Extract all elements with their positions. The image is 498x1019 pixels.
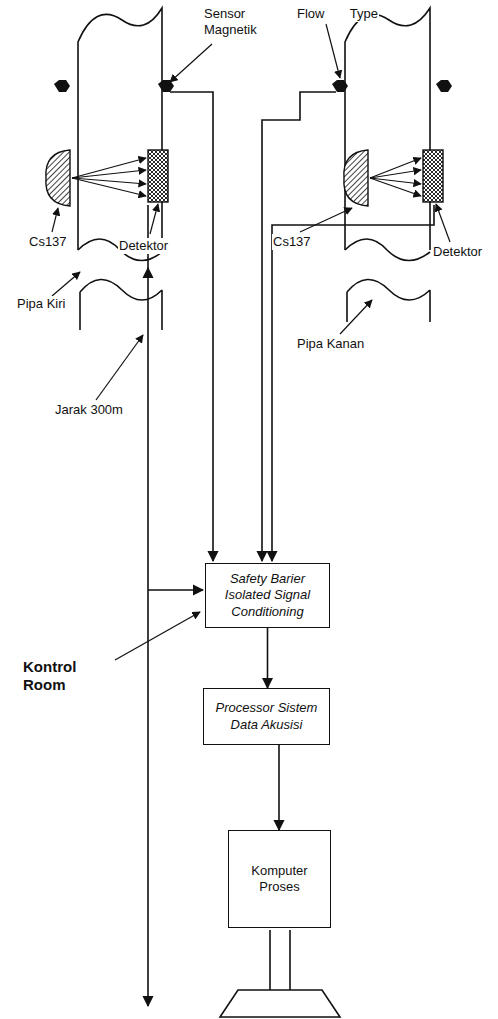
box-text: Komputer Proses [235, 863, 324, 896]
part-label: Flow Type [296, 6, 379, 22]
pipe-left [78, 8, 162, 250]
flow-arrow [267, 628, 269, 688]
part-label: Cs137 [28, 234, 68, 250]
detector-left [148, 150, 168, 202]
part-label: Pipa Kiri [16, 296, 66, 312]
signal-wire [147, 268, 149, 275]
signal-wire [272, 205, 434, 561]
signal-wire [170, 92, 213, 561]
pipe-right-break [345, 239, 430, 322]
signal-wire [148, 589, 203, 591]
cs137-source-left [46, 150, 70, 206]
magnetic-sensor [54, 80, 452, 92]
process-box: Komputer Proses [228, 830, 331, 928]
gamma-rays-left [72, 158, 146, 196]
box-text: Processor Sistem Data Akusisi [210, 700, 323, 733]
part-label: Detektor [118, 238, 169, 254]
signal-wire [262, 92, 336, 561]
part-label: Jarak 300m [54, 402, 124, 418]
cs137-source-right [344, 150, 368, 206]
part-label: Pipa Kanan [296, 336, 365, 352]
box-text: Safety Barier Isolated Signal Conditioni… [212, 571, 323, 620]
part-label: Kontrol Room [22, 658, 104, 694]
signal-wire [147, 205, 149, 1006]
part-label: Sensor Magnetik [203, 6, 271, 37]
part-label: Cs137 [272, 234, 312, 250]
flow-arrow [278, 745, 280, 830]
pipe-right [345, 8, 430, 250]
detector-right [423, 150, 443, 202]
process-box: Processor Sistem Data Akusisi [203, 688, 330, 745]
gamma-rays-right [370, 158, 421, 196]
leader-line [52, 24, 450, 660]
process-box: Safety Barier Isolated Signal Conditioni… [205, 563, 330, 628]
monitor-stand [220, 930, 340, 1017]
part-label: Detektor [432, 244, 483, 260]
